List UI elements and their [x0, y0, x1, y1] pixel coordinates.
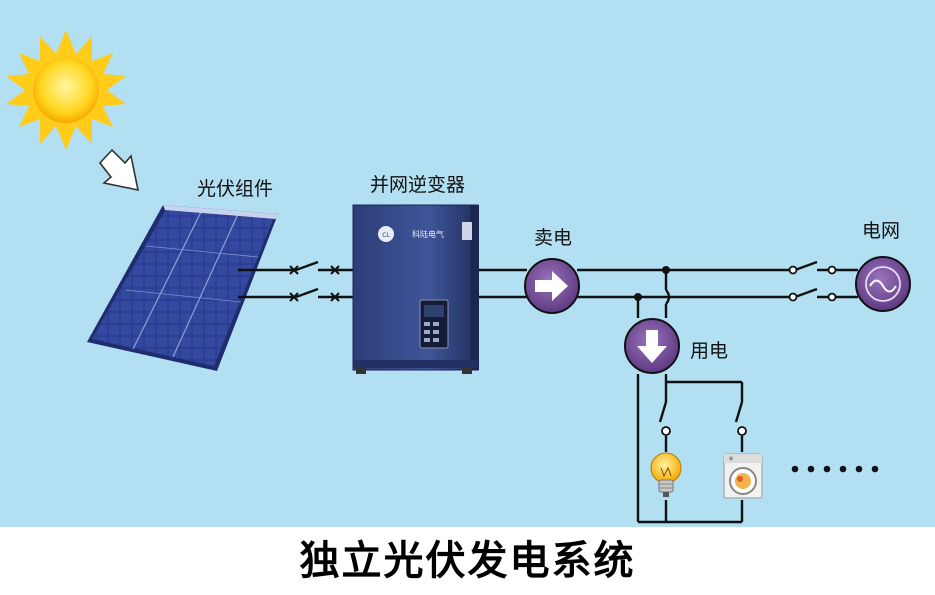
use-meter-icon — [624, 318, 680, 374]
dc-wiring — [238, 260, 353, 299]
switch-terminals — [661, 426, 747, 436]
washing-machine-icon — [723, 453, 763, 499]
grid-source-icon — [855, 256, 911, 312]
sunlight-arrow-icon — [98, 148, 140, 192]
use-label: 用电 — [690, 340, 729, 362]
sell-meter-icon — [524, 258, 580, 314]
svg-text:CL: CL — [382, 232, 390, 239]
inverter-icon: CL 科陆电气 — [352, 204, 479, 374]
sell-label: 卖电 — [534, 227, 573, 249]
caption-bar: 独立光伏发电系统 — [0, 527, 935, 595]
light-bulb-icon — [650, 452, 682, 497]
pv-module-label: 光伏组件 — [197, 178, 274, 200]
inverter-brand: 科陆电气 — [412, 229, 444, 239]
junction-dots — [634, 266, 670, 301]
inverter-label: 并网逆变器 — [370, 174, 466, 196]
dc-breaker-icon — [289, 265, 340, 302]
system-diagram: CL 科陆电气 — [0, 0, 935, 527]
sun-icon — [6, 30, 126, 150]
ac-wiring — [479, 260, 858, 524]
solar-panel-icon — [87, 205, 278, 371]
grid-breaker-icon — [788, 265, 837, 302]
grid-label: 电网 — [862, 220, 901, 242]
more-loads-ellipsis — [791, 465, 879, 473]
page-title: 独立光伏发电系统 — [299, 537, 636, 584]
